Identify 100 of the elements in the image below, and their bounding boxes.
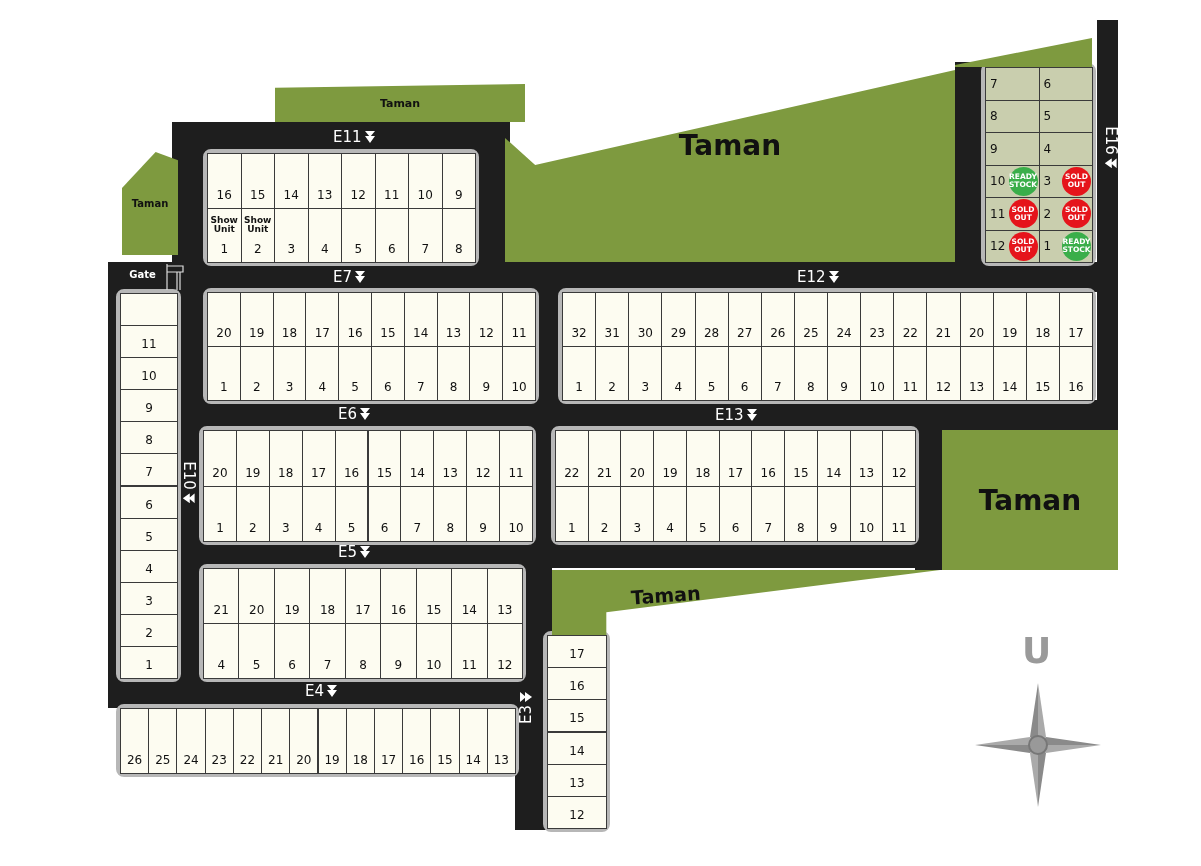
lot-number: 3 — [145, 593, 153, 608]
lot-number: 9 — [145, 401, 153, 416]
lot-number: 20 — [212, 465, 228, 480]
lot-number: 10 — [511, 380, 527, 394]
lot-number: 20 — [216, 326, 232, 340]
lot-plot — [661, 346, 696, 401]
lot-plot — [985, 132, 1040, 166]
lot-number: 11 — [902, 380, 918, 394]
lot-number: 2 — [608, 380, 616, 394]
lot-plot — [373, 708, 404, 774]
park-area — [275, 84, 525, 122]
lot-number: 13 — [317, 187, 333, 202]
lot-plot — [238, 568, 275, 624]
lot-plot — [1038, 99, 1093, 133]
lot-number: 16 — [569, 679, 585, 694]
lot-number: 2 — [1043, 206, 1052, 221]
lot-plot — [1038, 67, 1093, 101]
lot-plot — [992, 292, 1027, 347]
lot-plot — [466, 485, 501, 542]
lot-plot — [402, 708, 432, 774]
lot-plot — [317, 708, 347, 774]
lot-plot — [562, 346, 597, 401]
lot-number: 3 — [281, 521, 290, 535]
lot-plot — [207, 292, 241, 347]
lot-number: 26 — [770, 326, 786, 340]
lot-plot — [595, 346, 630, 401]
lot-plot — [849, 430, 884, 487]
lot-plot — [367, 485, 402, 542]
lot-number: 14 — [569, 743, 585, 758]
lot-plot — [718, 430, 753, 487]
lot-plot — [371, 346, 405, 401]
lot-plot — [207, 153, 242, 209]
lot-number: 5 — [1043, 109, 1052, 124]
lot-number: 6 — [387, 242, 396, 256]
lot-number: 12 — [478, 326, 494, 340]
lot-number: 31 — [604, 326, 620, 340]
lot-plot — [334, 430, 369, 487]
lot-number: 6 — [740, 380, 749, 394]
lot-number: 3 — [1043, 174, 1052, 189]
lot-number: 24 — [183, 753, 199, 767]
lot-number: 14 — [1002, 380, 1018, 394]
lot-plot — [547, 731, 607, 765]
lot-number: 9 — [840, 380, 848, 394]
lot-plot — [751, 485, 786, 542]
lot-plot — [661, 292, 696, 347]
lot-number: 15 — [376, 465, 393, 480]
lot-plot — [653, 430, 687, 487]
lot-number: 12 — [569, 808, 585, 822]
lot-plot — [1038, 229, 1093, 263]
lot-number: 10 — [417, 187, 433, 202]
lot-plot — [694, 346, 729, 401]
lot-plot — [207, 207, 242, 263]
lot-number: 25 — [803, 326, 819, 340]
lot-number: 12 — [891, 465, 907, 480]
lot-number: 1 — [145, 658, 153, 672]
lot-number: 13 — [497, 603, 513, 617]
lot-number: 7 — [764, 521, 773, 535]
lot-plot — [120, 549, 178, 583]
lot-number: 21 — [213, 603, 229, 617]
lot-plot — [727, 346, 762, 401]
lot-number: 4 — [318, 380, 327, 394]
lot-plot — [235, 430, 270, 487]
lot-plot — [555, 430, 589, 487]
lot-plot — [458, 708, 488, 774]
lot-plot — [301, 485, 336, 542]
lot-number: 15 — [1035, 380, 1051, 394]
lot-number: 13 — [445, 326, 462, 340]
lot-number: 15 — [380, 326, 396, 340]
lot-plot — [926, 292, 961, 347]
lot-plot — [547, 763, 607, 797]
lot-number: 4 — [145, 561, 153, 576]
lot-plot — [176, 708, 206, 774]
lot-plot — [403, 346, 438, 401]
lot-number: 10 — [141, 369, 157, 384]
lot-plot — [751, 430, 786, 487]
lot-plot — [784, 430, 818, 487]
lot-plot — [120, 613, 178, 647]
lot-number: 15 — [569, 711, 585, 726]
lot-number: 18 — [278, 465, 294, 480]
park-label: Taman — [379, 96, 421, 110]
lot-number: 9 — [829, 521, 838, 535]
lot-plot — [239, 346, 274, 401]
lot-plot — [203, 485, 237, 542]
lot-number: 13 — [858, 465, 875, 480]
lot-number: 5 — [351, 380, 359, 394]
lot-plot — [380, 623, 417, 679]
lot-plot — [1058, 346, 1093, 401]
lot-plot — [341, 153, 376, 209]
lot-number: 14 — [413, 326, 429, 340]
park-label: Taman — [131, 198, 169, 209]
lot-number: 8 — [449, 380, 458, 394]
lot-plot — [441, 207, 476, 263]
lot-number: 17 — [314, 326, 330, 340]
lot-plot — [239, 292, 274, 347]
lot-plot — [148, 708, 178, 774]
lot-number: 11 — [990, 206, 1006, 221]
lot-plot — [334, 485, 369, 542]
lot-number: 13 — [569, 775, 585, 790]
lot-plot — [1058, 292, 1093, 347]
lot-number: 20 — [249, 603, 265, 617]
